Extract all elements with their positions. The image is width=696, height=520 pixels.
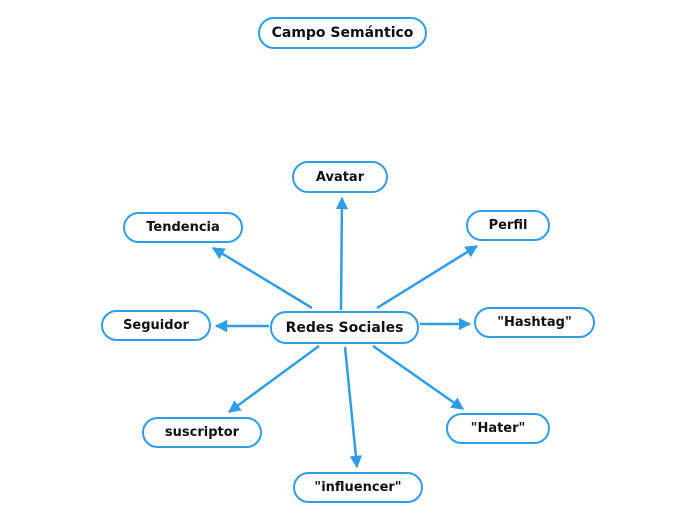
edge-redes-to-perfil [376,244,479,310]
node-tendencia[interactable]: Tendencia [123,212,243,243]
node-avatar[interactable]: Avatar [292,161,388,193]
node-hashtag[interactable]: "Hashtag" [474,307,595,338]
edge-redes-to-tendencia [211,246,313,310]
edge-redes-to-influencer [343,346,363,469]
node-influencer[interactable]: "influencer" [293,472,423,503]
node-hater[interactable]: "Hater" [446,413,550,444]
node-seguidor[interactable]: Seguidor [101,310,211,341]
edge-redes-to-suscriptor [227,344,320,414]
node-redes-sociales[interactable]: Redes Sociales [270,311,419,344]
node-campo-semantico[interactable]: Campo Semántico [258,17,427,49]
edge-redes-to-hater [372,344,465,411]
edge-redes-to-avatar [335,196,349,311]
node-suscriptor[interactable]: suscriptor [142,417,262,448]
node-perfil[interactable]: Perfil [466,210,550,241]
